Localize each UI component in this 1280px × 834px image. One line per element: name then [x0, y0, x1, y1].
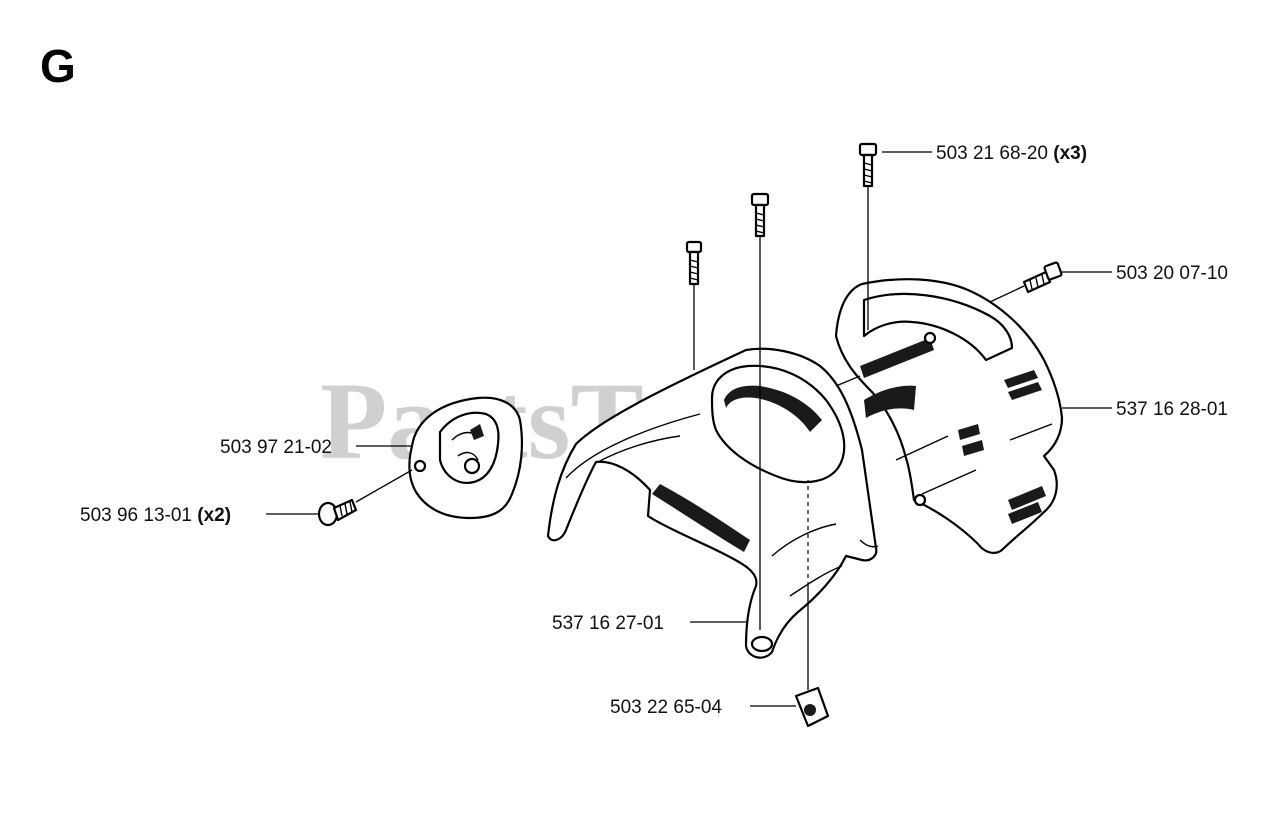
callout-537-16-28-01: 537 16 28-01 [1116, 399, 1228, 420]
small-screw-drawing [317, 498, 358, 527]
main-cover-drawing [546, 347, 879, 659]
small-cover-drawing [408, 396, 524, 520]
callout-503-96-13-01: 503 96 13-01 (x2) [80, 505, 231, 526]
right-screw-drawing [1022, 261, 1063, 294]
callout-503-21-68-20: 503 21 68-20 (x3) [936, 143, 1087, 164]
section-letter: G [40, 40, 76, 92]
rear-cover-drawing [834, 278, 1064, 554]
callout-503-22-65-04: 503 22 65-04 [610, 697, 722, 718]
nut-drawing [794, 686, 830, 728]
main-cover-screws [685, 142, 878, 286]
callout-503-97-21-02: 503 97 21-02 [220, 437, 332, 458]
leader-lines [266, 151, 1112, 707]
callout-503-20-07-10: 503 20 07-10 [1116, 263, 1228, 284]
callout-537-16-27-01: 537 16 27-01 [552, 613, 664, 634]
